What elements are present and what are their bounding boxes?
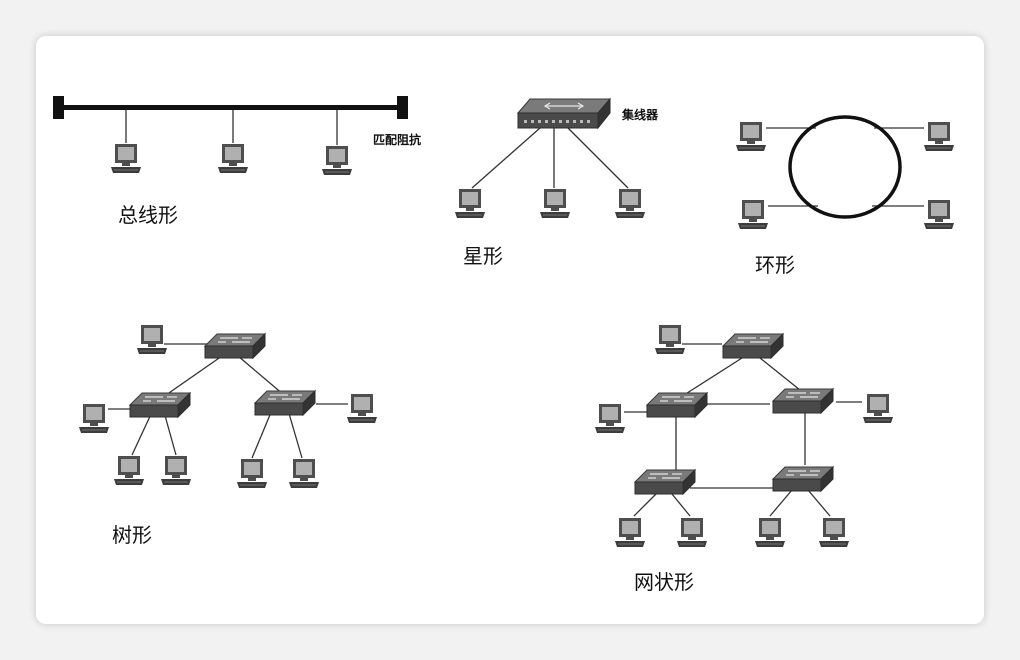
computer-icon	[614, 517, 646, 548]
computer-icon	[78, 403, 110, 434]
computer-icon	[136, 324, 168, 355]
computer-icon	[923, 199, 955, 230]
computer-icon	[236, 458, 268, 489]
switch-icon	[204, 333, 266, 359]
switch-icon	[254, 390, 316, 416]
computer-icon	[818, 517, 850, 548]
computer-icon	[862, 393, 894, 424]
switch-icon	[634, 469, 696, 495]
ring-topology: 环形	[735, 115, 955, 277]
ring	[788, 115, 902, 219]
computer-icon	[737, 199, 769, 230]
mesh-topology: 网状形	[594, 324, 894, 594]
computer-icon	[217, 143, 249, 174]
bus-label: 总线形	[118, 203, 178, 227]
tree-topology: 树形	[78, 324, 378, 547]
computer-icon	[654, 324, 686, 355]
computer-icon	[676, 517, 708, 548]
star-label: 星形	[463, 244, 503, 268]
switch-icon	[772, 388, 834, 414]
star-topology: 集线器 星形	[454, 97, 659, 268]
terminator-label: 匹配阻抗	[373, 132, 421, 147]
computer-icon	[321, 145, 353, 176]
bus-backbone	[62, 105, 402, 110]
terminator-icon	[53, 96, 64, 119]
computer-icon	[288, 458, 320, 489]
computer-icon	[614, 188, 646, 219]
computer-icon	[594, 403, 626, 434]
ring-label: 环形	[755, 253, 795, 277]
computer-icon	[735, 121, 767, 152]
computer-icon	[110, 143, 142, 174]
computer-icon	[754, 517, 786, 548]
bus-topology: 匹配阻抗 总线形	[53, 96, 421, 227]
mesh-label: 网状形	[634, 570, 694, 594]
switch-icon	[646, 392, 708, 418]
tree-label: 树形	[112, 523, 152, 547]
computer-icon	[454, 188, 486, 219]
computer-icon	[923, 121, 955, 152]
computer-icon	[160, 455, 192, 486]
switch-icon	[129, 392, 191, 418]
hub-icon	[516, 97, 612, 130]
computer-icon	[113, 455, 145, 486]
terminator-icon	[397, 96, 408, 119]
computer-icon	[346, 393, 378, 424]
switch-icon	[722, 333, 784, 359]
switch-icon	[772, 466, 834, 492]
hub-label: 集线器	[621, 107, 659, 122]
computer-icon	[539, 188, 571, 219]
